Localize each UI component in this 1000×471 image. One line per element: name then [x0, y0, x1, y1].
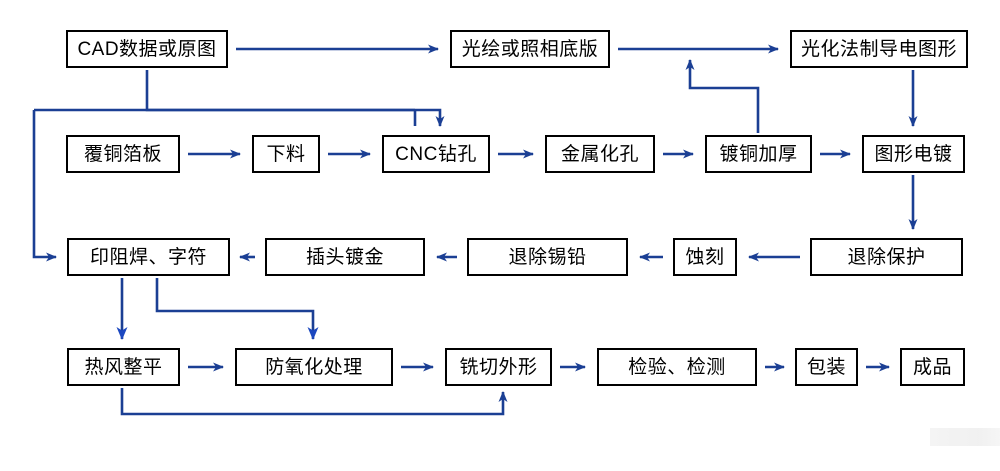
- node-label: CAD数据或原图: [77, 38, 217, 60]
- node-label: 铣切外形: [459, 356, 538, 378]
- node-label: 光化法制导电图形: [800, 38, 957, 60]
- node-cad[interactable]: CAD数据或原图: [66, 30, 228, 68]
- node-packing[interactable]: 包装: [795, 348, 858, 386]
- node-etching[interactable]: 蚀刻: [673, 238, 737, 276]
- watermark-bar: [930, 428, 1000, 446]
- node-label: CNC钻孔: [395, 143, 477, 165]
- link-copper-to-imaging-line: [685, 59, 760, 133]
- node-routing[interactable]: 铣切外形: [445, 348, 552, 386]
- node-film[interactable]: 光绘或照相底版: [450, 30, 610, 68]
- node-label: 防氧化处理: [265, 356, 363, 378]
- node-label: 印阻焊、字符: [89, 246, 207, 268]
- node-label: 包装: [806, 356, 846, 378]
- link-cad-to-cnc: [145, 70, 445, 127]
- node-finished-product[interactable]: 成品: [900, 348, 965, 386]
- node-label: 蚀刻: [685, 246, 725, 268]
- node-strip-resist[interactable]: 退除保护: [810, 238, 963, 276]
- node-pattern-plating[interactable]: 图形电镀: [862, 135, 965, 173]
- node-strip-tin-lead[interactable]: 退除锡铅: [467, 238, 628, 276]
- node-label: 下料: [266, 143, 306, 165]
- node-antioxidation[interactable]: 防氧化处理: [235, 348, 393, 386]
- node-imaging[interactable]: 光化法制导电图形: [790, 30, 968, 68]
- node-pth[interactable]: 金属化孔: [545, 135, 655, 173]
- node-copper-thickening[interactable]: 镀铜加厚: [705, 135, 812, 173]
- link-hasl-to-routing-loop: [120, 388, 508, 416]
- node-label: 光绘或照相底版: [461, 38, 599, 60]
- link-leftrail-down: [32, 110, 57, 262]
- node-label: 金属化孔: [560, 143, 639, 165]
- node-label: 检验、检测: [628, 356, 726, 378]
- node-inspection[interactable]: 检验、检测: [597, 348, 757, 386]
- node-label: 镀铜加厚: [719, 143, 798, 165]
- node-label: 图形电镀: [874, 143, 953, 165]
- node-laminate[interactable]: 覆铜箔板: [66, 135, 180, 173]
- node-label: 退除锡铅: [508, 246, 587, 268]
- node-label: 成品: [912, 356, 952, 378]
- node-solder-mask[interactable]: 印阻焊、字符: [67, 238, 230, 276]
- node-hasl[interactable]: 热风整平: [67, 348, 180, 386]
- node-label: 插头镀金: [305, 246, 384, 268]
- node-label: 热风整平: [84, 356, 163, 378]
- node-gold-plating[interactable]: 插头镀金: [265, 238, 425, 276]
- link-soldermask-to-antioxid: [155, 278, 319, 340]
- node-label: 覆铜箔板: [83, 143, 162, 165]
- node-cnc-drilling[interactable]: CNC钻孔: [382, 135, 490, 173]
- node-label: 退除保护: [847, 246, 926, 268]
- node-cut[interactable]: 下料: [252, 135, 320, 173]
